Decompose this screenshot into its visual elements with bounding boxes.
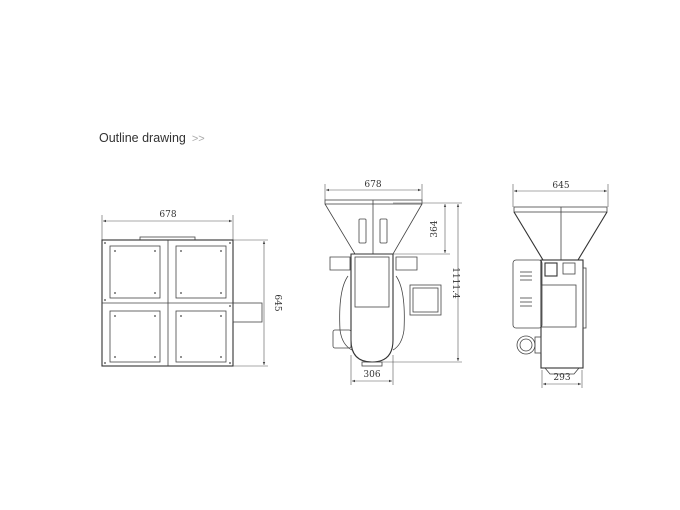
side-width-label: 645: [552, 181, 569, 191]
front-width-label: 678: [364, 180, 381, 190]
hopper-height-label: 364: [430, 220, 440, 237]
top-width-label: 678: [159, 210, 176, 220]
front-base-width-label: 306: [363, 370, 380, 380]
side-base-width-label: 293: [553, 373, 570, 383]
section-title: Outline drawing >>: [99, 131, 205, 145]
section-title-text: Outline drawing: [99, 131, 186, 145]
top-depth-label: 645: [272, 294, 282, 311]
more-link[interactable]: >>: [191, 133, 205, 145]
front-view: 678 364 1111.4 306: [324, 180, 462, 385]
top-view: 678 645: [101, 210, 282, 367]
side-view: 645 293: [512, 181, 609, 388]
total-height-label: 1111.4: [450, 267, 460, 299]
